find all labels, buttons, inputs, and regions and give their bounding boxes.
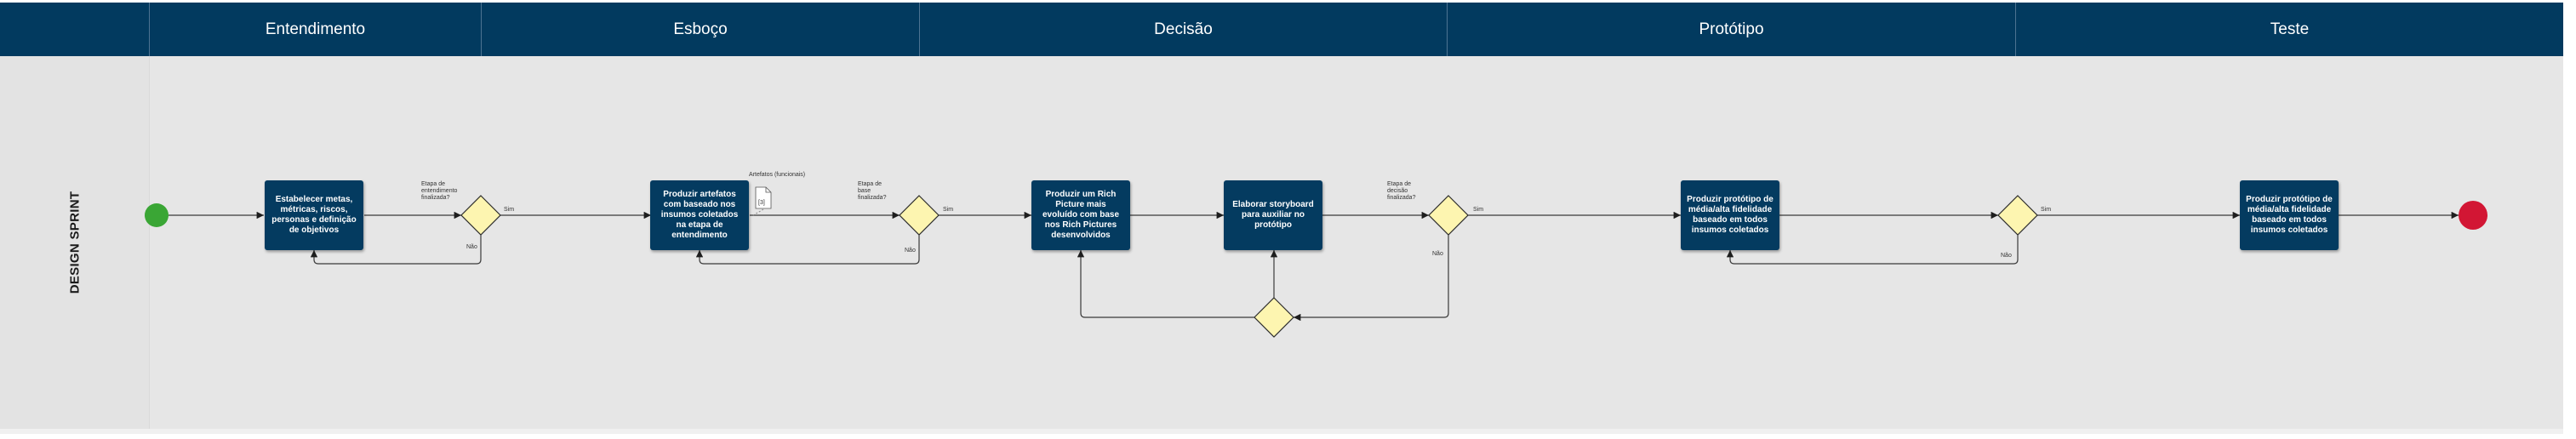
phase-entendimento: Entendimento — [149, 3, 481, 56]
artifact-count: [3] — [758, 200, 765, 206]
gateway-question-esboco: Etapa de base finalizada? — [858, 181, 887, 201]
task-produzir-rich-picture[interactable]: Produzir um Rich Picture mais evoluído c… — [1031, 180, 1130, 250]
task-estabelecer-metas[interactable]: Estabelecer metas, métricas, riscos, per… — [265, 180, 363, 250]
task-produzir-prototipo-teste[interactable]: Produzir protótipo de média/alta fidelid… — [2240, 180, 2339, 250]
artifact-label: Artefatos (funcionais) — [749, 172, 806, 178]
phase-decisao: Decisão — [919, 3, 1447, 56]
flow-label-sim: Sim — [504, 207, 515, 213]
phase-header: Entendimento Esboço Decisão Protótipo Te… — [0, 3, 2563, 56]
flow-label-nao: Não — [466, 244, 477, 250]
gateway-decisao-loop — [1254, 297, 1294, 338]
artifact-association — [752, 208, 764, 216]
flow-label-sim: Sim — [943, 207, 954, 213]
flow-loop-to-t3 — [1077, 250, 1254, 318]
phase-teste: Teste — [2015, 3, 2563, 56]
flow-g2-no — [695, 235, 920, 265]
task-produzir-artefatos[interactable]: Produzir artefatos com baseado nos insum… — [650, 180, 749, 250]
document-icon — [755, 186, 772, 209]
phase-esboco: Esboço — [481, 3, 919, 56]
end-event — [2459, 201, 2487, 230]
gateway-entendimento — [460, 195, 501, 236]
sequence-flows — [168, 211, 2459, 322]
flow-label-sim: Sim — [1473, 207, 1484, 213]
phase-prototipo: Protótipo — [1447, 3, 2015, 56]
gateway-esboco — [899, 195, 940, 236]
flow-g3-no — [1294, 235, 1449, 322]
flow-g4-no — [1726, 235, 2019, 265]
flow-label-nao: Não — [2001, 253, 2012, 259]
gateway-decisao — [1428, 195, 1469, 236]
gateway-question-decisao: Etapa de decisão finalizada? — [1387, 181, 1416, 201]
task-produzir-prototipo[interactable]: Produzir protótipo de média/alta fidelid… — [1681, 180, 1779, 250]
task-elaborar-storyboard[interactable]: Elaborar storyboard para auxiliar no pro… — [1224, 180, 1322, 250]
flow-label-sim: Sim — [2041, 207, 2052, 213]
flow-label-nao: Não — [905, 248, 916, 254]
gateway-question-entendimento: Etapa de entendimento finalizada? — [421, 181, 458, 201]
flow-g1-no — [310, 235, 482, 265]
lane-label-column: DESIGN SPRINT — [0, 56, 150, 429]
flow-label-nao: Não — [1432, 251, 1443, 257]
gateway-prototipo — [1997, 195, 2038, 236]
start-event — [145, 203, 168, 227]
lane-footer — [0, 429, 2563, 434]
